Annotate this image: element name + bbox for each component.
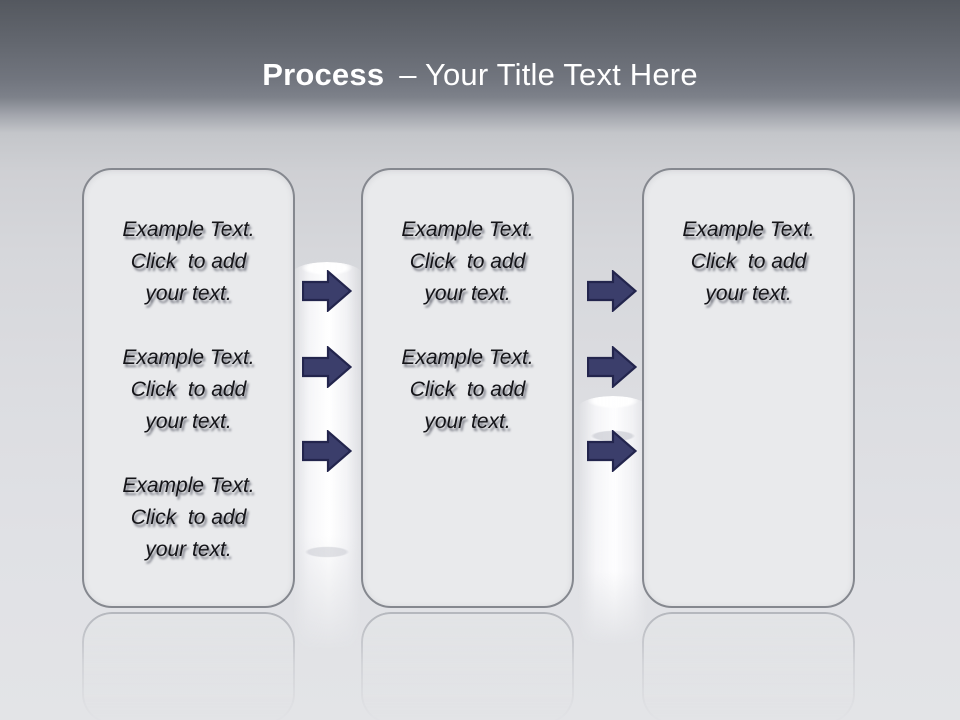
placeholder-text[interactable]: Example Text. Click to add your text.	[122, 218, 255, 305]
box-reflection	[82, 612, 295, 720]
arrow-right-icon	[587, 430, 637, 472]
process-box-3[interactable]: Example Text. Click to add your text.	[642, 168, 855, 608]
arrow-right-icon	[587, 346, 637, 388]
arrow-right-icon	[302, 270, 352, 312]
placeholder-text[interactable]: Example Text. Click to add your text.	[401, 218, 534, 305]
arrow-right-icon	[302, 430, 352, 472]
title-subtitle: – Your Title Text Here	[399, 57, 698, 92]
box-reflection	[642, 612, 855, 720]
arrow-right-icon	[587, 270, 637, 312]
arrow-right-icon	[302, 346, 352, 388]
placeholder-text[interactable]: Example Text. Click to add your text.	[401, 346, 534, 433]
placeholder-text[interactable]: Example Text. Click to add your text.	[682, 218, 815, 305]
title-keyword: Process	[262, 57, 385, 92]
process-box-1[interactable]: Example Text. Click to add your text. Ex…	[82, 168, 295, 608]
process-box-2[interactable]: Example Text. Click to add your text. Ex…	[361, 168, 574, 608]
slide-title: Process – Your Title Text Here	[0, 52, 960, 98]
box-reflection	[361, 612, 574, 720]
placeholder-text[interactable]: Example Text. Click to add your text.	[122, 474, 255, 561]
placeholder-text[interactable]: Example Text. Click to add your text.	[122, 346, 255, 433]
